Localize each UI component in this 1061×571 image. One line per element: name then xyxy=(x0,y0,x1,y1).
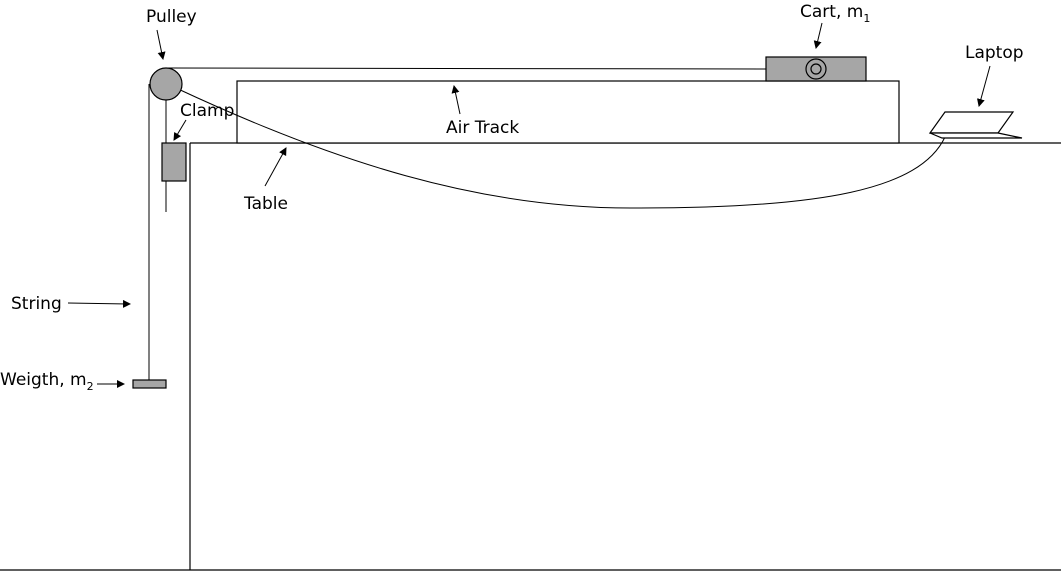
air-track xyxy=(236,80,900,144)
string-arrow xyxy=(67,299,131,308)
air-track-arrow xyxy=(451,85,461,115)
string-label: String xyxy=(11,294,62,314)
weight-label: Weigth, m2 xyxy=(0,370,94,393)
pulley-label: Pulley xyxy=(146,7,197,27)
clamp xyxy=(161,100,187,212)
pulley-arrow xyxy=(156,29,166,60)
cart xyxy=(765,56,867,82)
table-label: Table xyxy=(243,194,288,214)
weight-label-subscript: 2 xyxy=(87,380,94,393)
cart-arrow xyxy=(813,22,823,49)
weight xyxy=(132,379,167,389)
weight-label-main: Weigth, m xyxy=(0,370,87,390)
air-track-label: Air Track xyxy=(446,118,519,138)
sensor-cable xyxy=(175,87,946,209)
table xyxy=(189,142,1061,570)
clamp-arrow xyxy=(173,119,187,141)
cart-label-subscript: 1 xyxy=(863,12,870,25)
cart-label-main: Cart, m xyxy=(800,2,863,22)
pulley xyxy=(149,67,183,101)
laptop-arrow xyxy=(976,65,991,107)
table-arrow xyxy=(264,147,287,187)
laptop-label: Laptop xyxy=(965,43,1024,63)
string-horizontal xyxy=(165,67,767,70)
cart-label: Cart, m1 xyxy=(800,2,870,25)
laptop xyxy=(928,111,1023,139)
clamp-label: Clamp xyxy=(180,101,234,121)
